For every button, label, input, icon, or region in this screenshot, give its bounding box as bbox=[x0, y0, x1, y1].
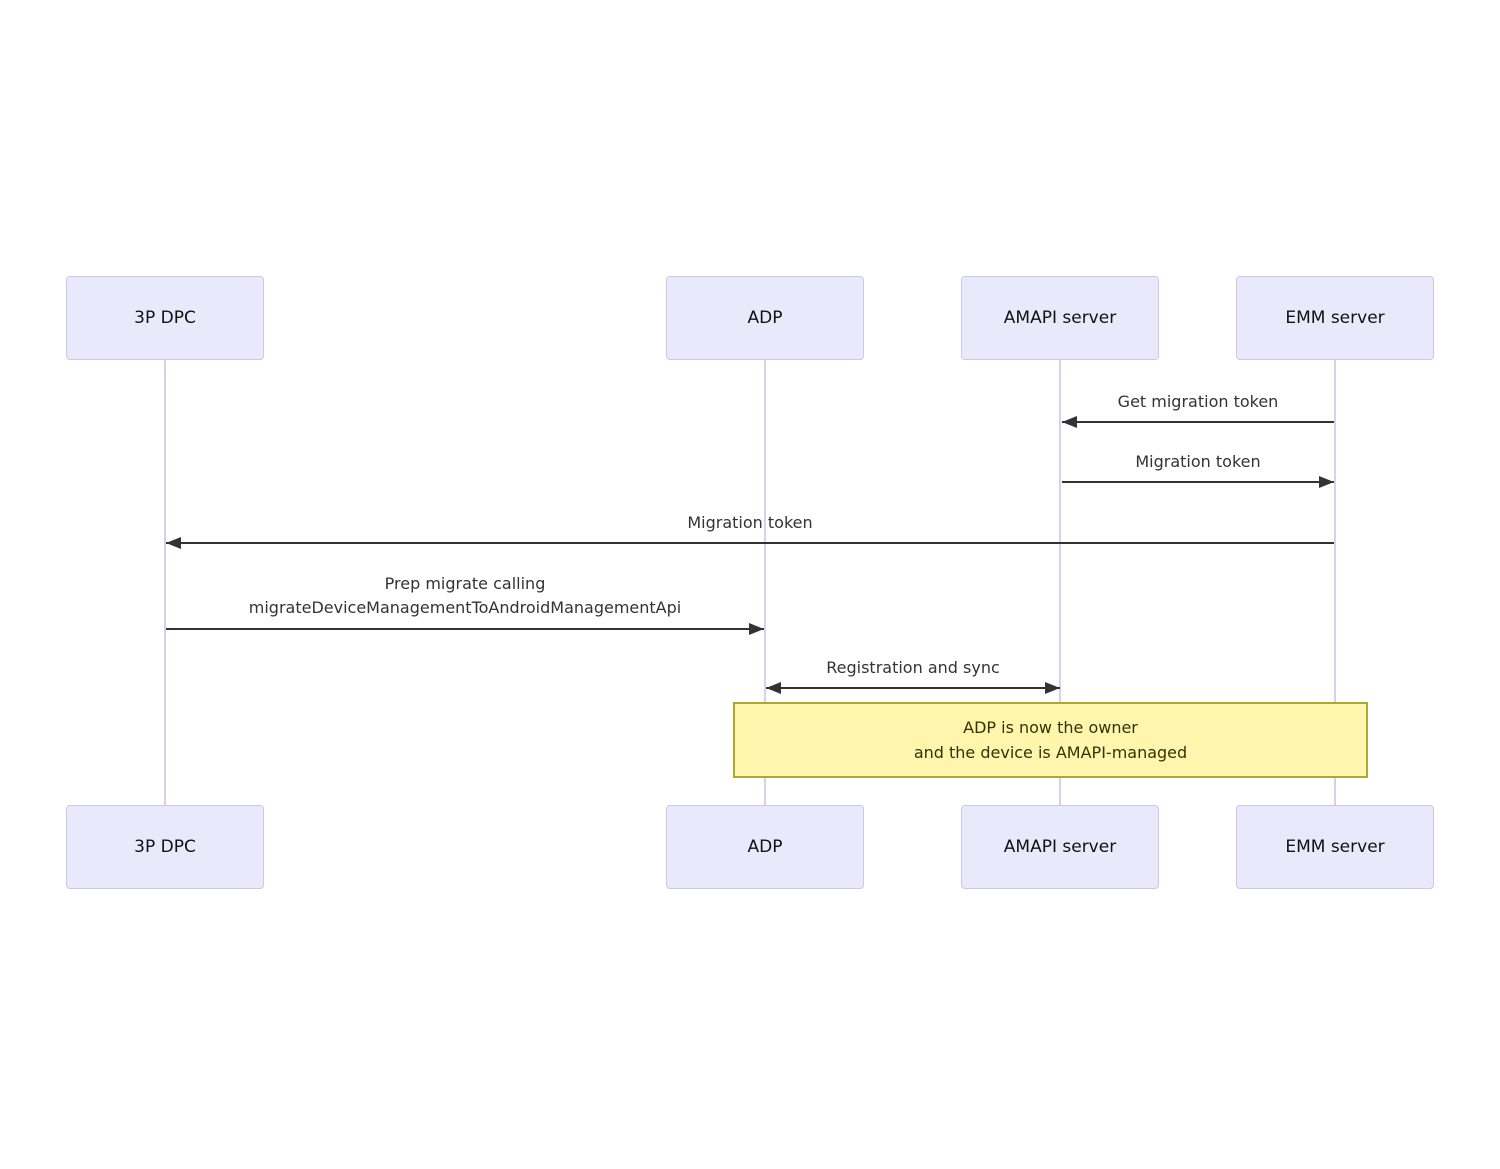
message-arrow-prep-migrate bbox=[166, 623, 764, 635]
actor-bottom-amapi-server: AMAPI server bbox=[961, 805, 1159, 889]
arrowhead-right-icon bbox=[749, 623, 764, 635]
actor-label: AMAPI server bbox=[1003, 837, 1117, 857]
note-adp-owner: ADP is now the owner and the device is A… bbox=[733, 702, 1368, 778]
actor-top-adp: ADP bbox=[666, 276, 864, 360]
lifeline-amapi-server bbox=[1059, 360, 1061, 805]
lifeline-adp bbox=[764, 360, 766, 805]
message-label-migration-token-long: Migration token bbox=[687, 513, 813, 532]
message-arrow-migration-token-short bbox=[1062, 476, 1334, 488]
actor-bottom-3p-dpc: 3P DPC bbox=[66, 805, 264, 889]
message-label-line1: Prep migrate calling bbox=[384, 574, 546, 593]
message-label-prep-migrate: Prep migrate calling migrateDeviceManage… bbox=[100, 572, 830, 620]
arrowhead-left-icon bbox=[766, 682, 781, 694]
actor-label: AMAPI server bbox=[1003, 308, 1117, 328]
note-line1: ADP is now the owner bbox=[963, 718, 1138, 737]
message-arrow-get-migration-token bbox=[1062, 416, 1334, 428]
arrowhead-left-icon bbox=[1062, 416, 1077, 428]
actor-top-emm-server: EMM server bbox=[1236, 276, 1434, 360]
message-arrow-migration-token-long bbox=[166, 537, 1334, 549]
actor-bottom-emm-server: EMM server bbox=[1236, 805, 1434, 889]
actor-label: ADP bbox=[747, 308, 783, 328]
arrowhead-left-icon bbox=[166, 537, 181, 549]
lifeline-emm-server bbox=[1334, 360, 1336, 805]
message-arrow-registration-and-sync bbox=[766, 682, 1060, 694]
actor-label: 3P DPC bbox=[134, 308, 196, 328]
arrowhead-right-icon bbox=[1045, 682, 1060, 694]
message-label-line2: migrateDeviceManagementToAndroidManageme… bbox=[248, 598, 682, 617]
arrowhead-right-icon bbox=[1319, 476, 1334, 488]
actor-label: 3P DPC bbox=[134, 837, 196, 857]
actor-label: ADP bbox=[747, 837, 783, 857]
note-line2: and the device is AMAPI-managed bbox=[913, 743, 1188, 762]
actor-bottom-adp: ADP bbox=[666, 805, 864, 889]
message-label-get-migration-token: Get migration token bbox=[1117, 392, 1279, 411]
message-label-migration-token-short: Migration token bbox=[1135, 452, 1261, 471]
lifeline-3p-dpc bbox=[164, 360, 166, 805]
actor-top-amapi-server: AMAPI server bbox=[961, 276, 1159, 360]
actor-label: EMM server bbox=[1285, 837, 1385, 857]
actor-top-3p-dpc: 3P DPC bbox=[66, 276, 264, 360]
actor-label: EMM server bbox=[1285, 308, 1385, 328]
message-label-registration-and-sync: Registration and sync bbox=[826, 658, 1000, 677]
